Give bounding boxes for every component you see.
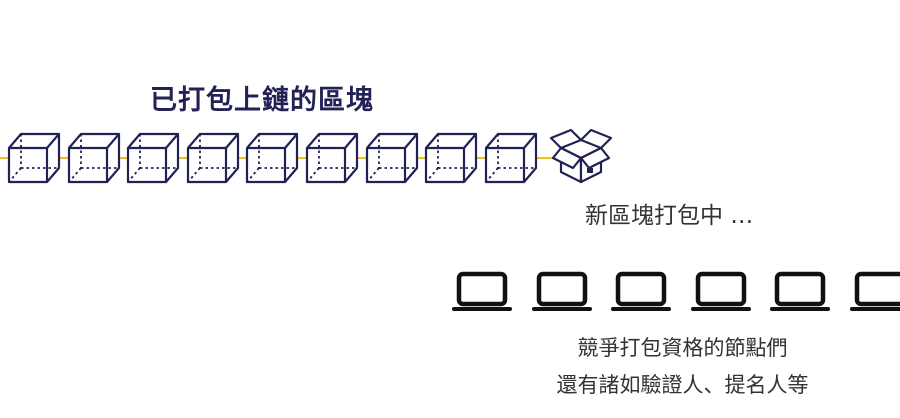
chain-title: 已打包上鏈的區塊 xyxy=(150,85,374,116)
laptop-icon xyxy=(690,271,752,313)
cube-icon xyxy=(186,132,240,184)
laptop-icon xyxy=(531,271,593,313)
laptop-icon xyxy=(769,271,831,313)
cube-icon xyxy=(245,132,299,184)
cube-icon xyxy=(67,132,121,184)
cube-icon xyxy=(365,132,419,184)
new-block-label: 新區塊打包中 … xyxy=(585,203,754,229)
open-box-icon xyxy=(549,128,613,184)
laptop-icon xyxy=(610,271,672,313)
nodes-caption-line1: 競爭打包資格的節點們 xyxy=(577,336,788,360)
cube-icon xyxy=(484,132,538,184)
cube-icon xyxy=(7,132,61,184)
cube-icon xyxy=(126,132,180,184)
laptop-icon xyxy=(849,271,900,313)
laptop-icon xyxy=(451,271,513,313)
cube-icon xyxy=(305,132,359,184)
cube-icon xyxy=(424,132,478,184)
nodes-caption-line2: 還有諸如驗證人、提名人等 xyxy=(556,373,809,397)
